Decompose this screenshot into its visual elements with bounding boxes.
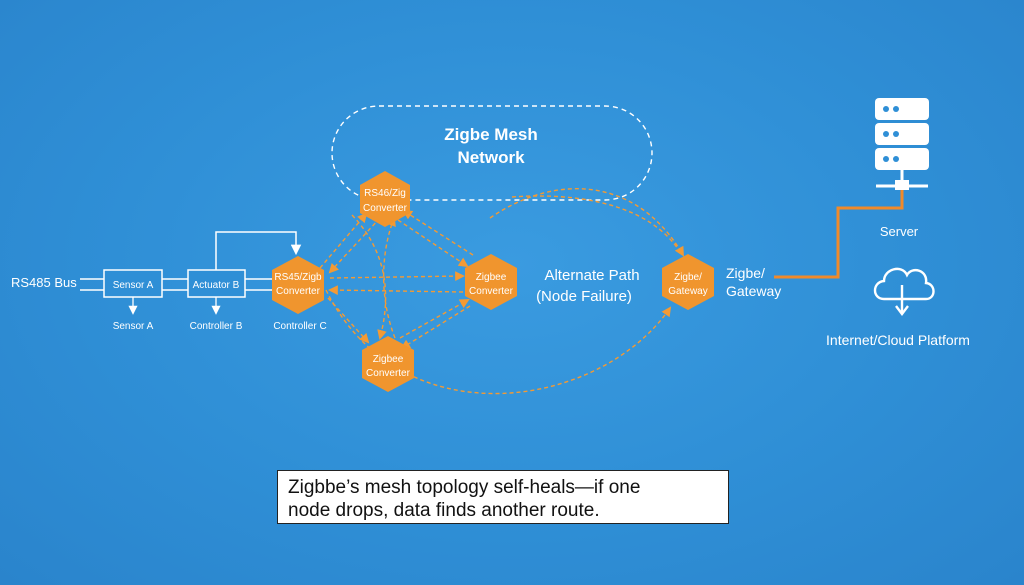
mesh-network-boundary <box>331 105 653 201</box>
svg-text:Zigbee: Zigbee <box>476 272 507 283</box>
caption-line1: Zigbbe’s mesh topology self-heals—if one <box>288 477 641 498</box>
gateway-server-link <box>774 186 904 279</box>
svg-text:Converter: Converter <box>366 368 411 379</box>
mesh-title-line2: Network <box>457 148 525 167</box>
link-upper-to-gateway <box>511 195 681 253</box>
hex-node-left: RS45/Zigb Converter <box>272 256 324 314</box>
link-right-left <box>328 285 464 296</box>
gateway-label-line1: Zigbe/ <box>726 265 765 281</box>
caption-line2: node drops, data finds another route. <box>288 500 600 521</box>
svg-text:RS45/Zigb: RS45/Zigb <box>274 272 322 283</box>
hex-node-top: RS46/Zig Converter <box>360 171 410 227</box>
gateway-label-line2: Gateway <box>726 283 781 299</box>
svg-text:Zigbee: Zigbee <box>373 354 404 365</box>
svg-text:RS46/Zig: RS46/Zig <box>364 188 406 199</box>
rs485-bus-label: RS485 Bus <box>11 275 77 290</box>
link-bottom-right <box>399 299 470 339</box>
caption-box: Zigbbe’s mesh topology self-heals—if one… <box>277 470 729 524</box>
controller-c-under-label: Controller C <box>273 321 326 332</box>
actuator-feedback-line <box>215 231 302 270</box>
link-bottom-top <box>382 216 396 339</box>
hex-node-gateway: Zigbe/ Gateway <box>662 254 714 310</box>
mesh-links <box>319 188 684 395</box>
mesh-title-line1: Zigbe Mesh <box>444 125 538 144</box>
svg-text:Converter: Converter <box>469 286 514 297</box>
link-top-gateway <box>489 188 684 257</box>
link-top-right <box>397 219 469 268</box>
alternate-path-line1: Alternate Path <box>544 267 639 284</box>
hex-node-right: Zigbee Converter <box>465 254 517 310</box>
server-label: Server <box>880 224 919 239</box>
link-left-gateway <box>325 289 672 395</box>
svg-text:Zigbe/: Zigbe/ <box>674 272 702 283</box>
server-icon <box>875 98 929 190</box>
link-right-bottom <box>400 305 471 350</box>
controller-b-under-label: Controller B <box>190 321 243 332</box>
link-left-right <box>329 271 465 282</box>
alternate-path-line2: (Node Failure) <box>536 288 632 305</box>
svg-text:Converter: Converter <box>363 203 408 214</box>
svg-text:Gateway: Gateway <box>668 286 707 297</box>
link-top-left <box>328 217 381 274</box>
sensor-a-box <box>103 269 163 298</box>
link-right-top <box>402 209 474 256</box>
hex-node-bottom: Zigbee Converter <box>362 336 414 392</box>
cloud-platform-label: Internet/Cloud Platform <box>826 332 970 348</box>
sensor-a-box-label: Sensor A <box>113 280 154 291</box>
actuator-b-box-label: Actuator B <box>193 280 240 291</box>
link-top-bottom <box>351 214 387 340</box>
svg-text:Converter: Converter <box>276 286 321 297</box>
cloud-icon <box>873 267 935 316</box>
sensor-a-under-label: Sensor A <box>113 321 154 332</box>
